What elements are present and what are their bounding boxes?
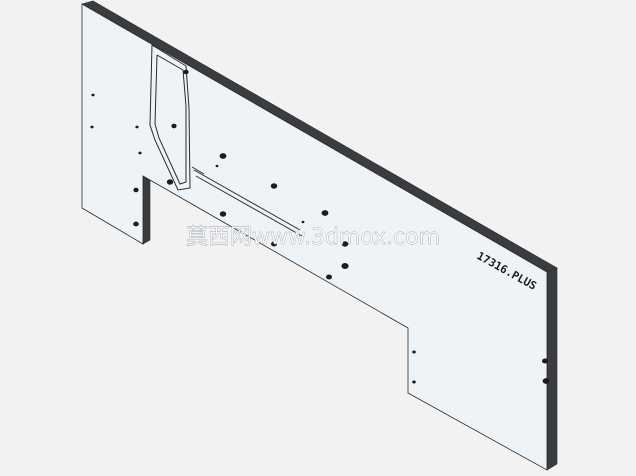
hole [271, 241, 277, 247]
hole [321, 210, 329, 216]
hole [301, 220, 305, 224]
hole [133, 187, 139, 193]
hole [542, 378, 550, 384]
hole [219, 153, 227, 159]
hole [542, 358, 548, 364]
hole [270, 183, 278, 189]
hole [171, 123, 177, 129]
hole [326, 274, 332, 280]
plate-notch-edge [142, 171, 151, 245]
mounting-holes [90, 69, 550, 384]
hole [138, 151, 142, 155]
hole [341, 241, 349, 247]
hole [133, 221, 139, 227]
plate-face [81, 3, 548, 471]
hole [341, 262, 349, 270]
hole [166, 179, 174, 185]
long-slot [191, 166, 303, 237]
plate-right-edge [546, 267, 558, 471]
hole [91, 93, 95, 97]
hole [219, 211, 227, 217]
hole [412, 380, 416, 384]
hole [412, 350, 416, 354]
hole [90, 125, 94, 129]
watermark-text: 莫西网www.3dmox.com [186, 225, 440, 250]
hole [135, 125, 139, 129]
hole [183, 69, 189, 75]
hole [215, 164, 219, 168]
bracket-cutout-inner [154, 54, 187, 185]
